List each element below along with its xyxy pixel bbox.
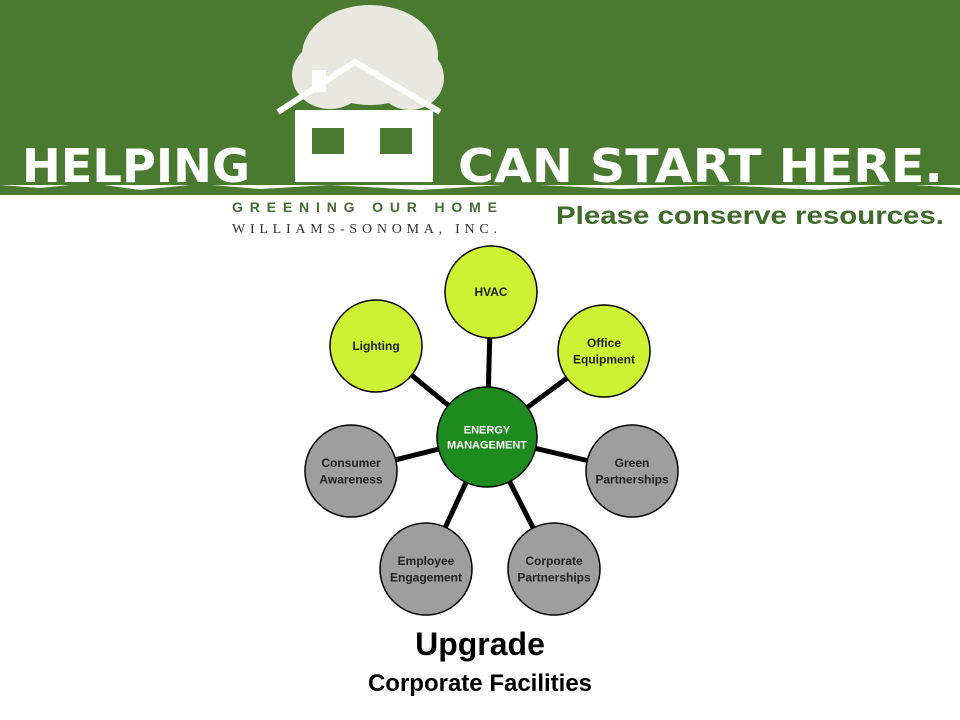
diagram-nodes: HVACOfficeEquipmentGreenPartnershipsCorp… <box>304 245 679 616</box>
node-consumer-awareness-label-line: Awareness <box>319 472 382 486</box>
node-circle-lighting <box>329 299 423 393</box>
center-label-line: ENERGY <box>464 424 511 436</box>
torn-edge <box>0 183 960 195</box>
node-hvac: HVAC <box>444 245 538 339</box>
logo-line-1: GREENING OUR HOME <box>232 199 497 215</box>
logo-line-2: WILLIAMS-SONOMA, INC. <box>232 222 497 237</box>
node-circle-office-equipment <box>557 304 651 398</box>
node-lighting: Lighting <box>329 299 423 393</box>
house-tree-logo-icon <box>276 5 444 182</box>
center-node-energy-management: ENERGY MANAGEMENT <box>436 386 538 488</box>
center-label-line: MANAGEMENT <box>447 439 527 451</box>
node-office-equipment-label-line: Equipment <box>573 352 635 366</box>
node-circle-consumer-awareness <box>304 424 398 518</box>
node-employee-engagement-label-line: Employee <box>398 554 455 568</box>
node-circle-employee-engagement <box>379 522 473 616</box>
node-lighting-label-line: Lighting <box>352 339 399 353</box>
footer-subtitle: Corporate Facilities <box>367 670 593 697</box>
node-green-partnerships-label-line: Green <box>615 456 650 470</box>
node-consumer-awareness-label-line: Consumer <box>321 456 381 470</box>
node-corporate-partnerships-label-line: Corporate <box>525 554 583 568</box>
header-banner: HELPING CAN START HERE. GREENING OUR HOM… <box>0 0 960 237</box>
node-circle-corporate-partnerships <box>507 522 601 616</box>
node-circle-green-partnerships <box>585 424 679 518</box>
node-circle-hvac <box>444 245 538 339</box>
banner-background <box>0 0 960 185</box>
node-employee-engagement-label-line: Engagement <box>390 570 462 584</box>
headline-right: CAN START HERE. <box>458 139 943 193</box>
node-corporate-partnerships-label-line: Partnerships <box>517 570 591 584</box>
node-office-equipment-label-line: Office <box>587 336 621 350</box>
tagline: Please conserve resources. <box>556 202 944 230</box>
center-circle <box>436 386 538 488</box>
node-green-partnerships-label-line: Partnerships <box>595 472 669 486</box>
headline-left: HELPING <box>22 139 250 193</box>
footer-title: Upgrade <box>415 626 545 662</box>
energy-management-diagram: HVACOfficeEquipmentGreenPartnershipsCorp… <box>304 245 679 616</box>
node-hvac-label-line: HVAC <box>474 285 507 299</box>
